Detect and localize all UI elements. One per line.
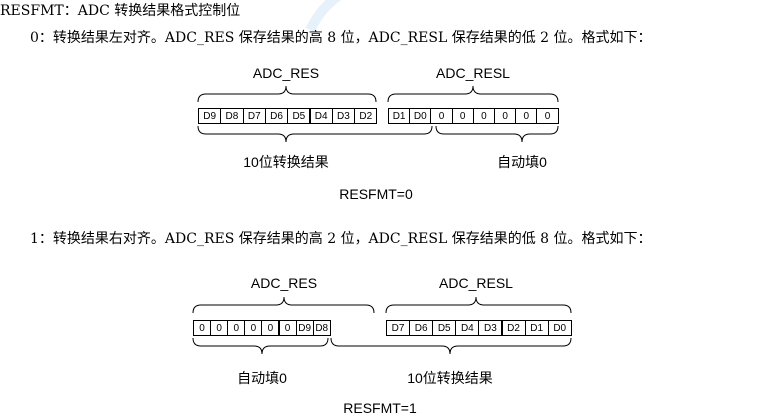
watermark-logo	[305, 0, 342, 33]
brace-top-adc-res	[197, 85, 377, 103]
reg-label-adc-resl: ADC_RESL	[436, 65, 510, 81]
bit-cell: D0	[547, 320, 572, 336]
bit-cell: D8	[312, 320, 331, 336]
reg-label-adc-resl: ADC_RESL	[439, 275, 513, 291]
caption-resfmt-1: RESFMT=1	[343, 400, 417, 416]
brace-bottom-fill	[192, 337, 329, 355]
brace-top-adc-resl	[385, 296, 572, 314]
reg-label-adc-res: ADC_RES	[250, 275, 318, 291]
caption-resfmt-0: RESFMT=0	[339, 186, 413, 202]
bit-cell: 0	[536, 108, 559, 124]
caption-10bit-result: 10位转换结果	[243, 154, 329, 170]
format-desc-left-aligned: 0：转换结果左对齐。ADC_RES 保存结果的高 8 位，ADC_RESL 保存…	[30, 30, 652, 46]
caption-10bit-result: 10位转换结果	[407, 370, 493, 386]
brace-bottom-10bit	[330, 337, 572, 355]
bit-cell: D2	[354, 108, 378, 124]
brace-bottom-fill	[435, 125, 559, 143]
page-title: RESFMT：ADC 转换结果格式控制位	[0, 3, 241, 19]
brace-bottom-10bit	[197, 125, 433, 143]
brace-top-adc-res	[192, 296, 375, 314]
reg-label-adc-res: ADC_RES	[252, 65, 320, 81]
format-desc-right-aligned: 1：转换结果右对齐。ADC_RES 保存结果的高 2 位，ADC_RESL 保存…	[30, 231, 652, 247]
caption-auto-fill-0: 自动填0	[497, 154, 547, 170]
brace-top-adc-resl	[387, 85, 559, 103]
caption-auto-fill-0: 自动填0	[237, 370, 287, 386]
